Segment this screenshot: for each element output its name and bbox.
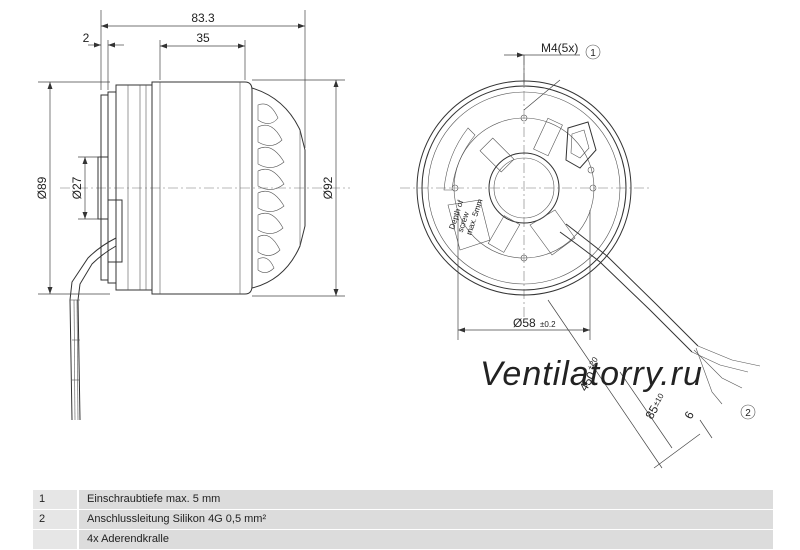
dim-diameter-92: Ø92 bbox=[321, 176, 335, 199]
dim-flange-thickness: 2 bbox=[83, 31, 90, 45]
dim-end-length: 6 bbox=[681, 408, 697, 421]
dim-overall-length: 83.3 bbox=[191, 11, 215, 25]
dim-body-length: 35 bbox=[196, 31, 210, 45]
legend-text: Einschraubtiefe max. 5 mm bbox=[79, 490, 773, 509]
legend-text: Anschlussleitung Silikon 4G 0,5 mm² bbox=[79, 510, 773, 529]
legend-text: 4x Aderendkralle bbox=[79, 530, 773, 549]
watermark: Ventilatorry.ru bbox=[480, 355, 703, 393]
legend-number: 2 bbox=[33, 510, 77, 529]
legend-table: 1 Einschraubtiefe max. 5 mm 2 Anschlussl… bbox=[33, 490, 773, 550]
legend-row: 2 Anschlussleitung Silikon 4G 0,5 mm² bbox=[33, 510, 773, 529]
side-view: 83.3 2 35 Ø89 Ø27 Ø92 bbox=[35, 10, 350, 421]
legend-row: 4x Aderendkralle bbox=[33, 530, 773, 549]
technical-drawing: 83.3 2 35 Ø89 Ø27 Ø92 bbox=[35, 10, 761, 469]
legend-number: 1 bbox=[33, 490, 77, 509]
legend-row: 1 Einschraubtiefe max. 5 mm bbox=[33, 490, 773, 509]
dim-diameter-89: Ø89 bbox=[35, 176, 49, 199]
callout-one: 1 bbox=[590, 48, 596, 59]
front-view: M4(5x) 1 Ø58 ±0.2 450 +20 85 ±10 6 2 Dep… bbox=[400, 41, 761, 469]
legend-number bbox=[33, 530, 77, 549]
dim-strip-length: 85 bbox=[642, 403, 661, 422]
callout-two: 2 bbox=[745, 408, 751, 419]
dim-thread: M4(5x) bbox=[541, 41, 578, 55]
dim-diameter-58-tol: ±0.2 bbox=[540, 320, 556, 329]
depth-label: Depth of screw max. 5mm bbox=[447, 198, 484, 237]
dim-diameter-27: Ø27 bbox=[70, 176, 84, 199]
dim-diameter-58: Ø58 bbox=[513, 316, 536, 330]
dim-strip-length-tol: ±10 bbox=[651, 391, 666, 407]
